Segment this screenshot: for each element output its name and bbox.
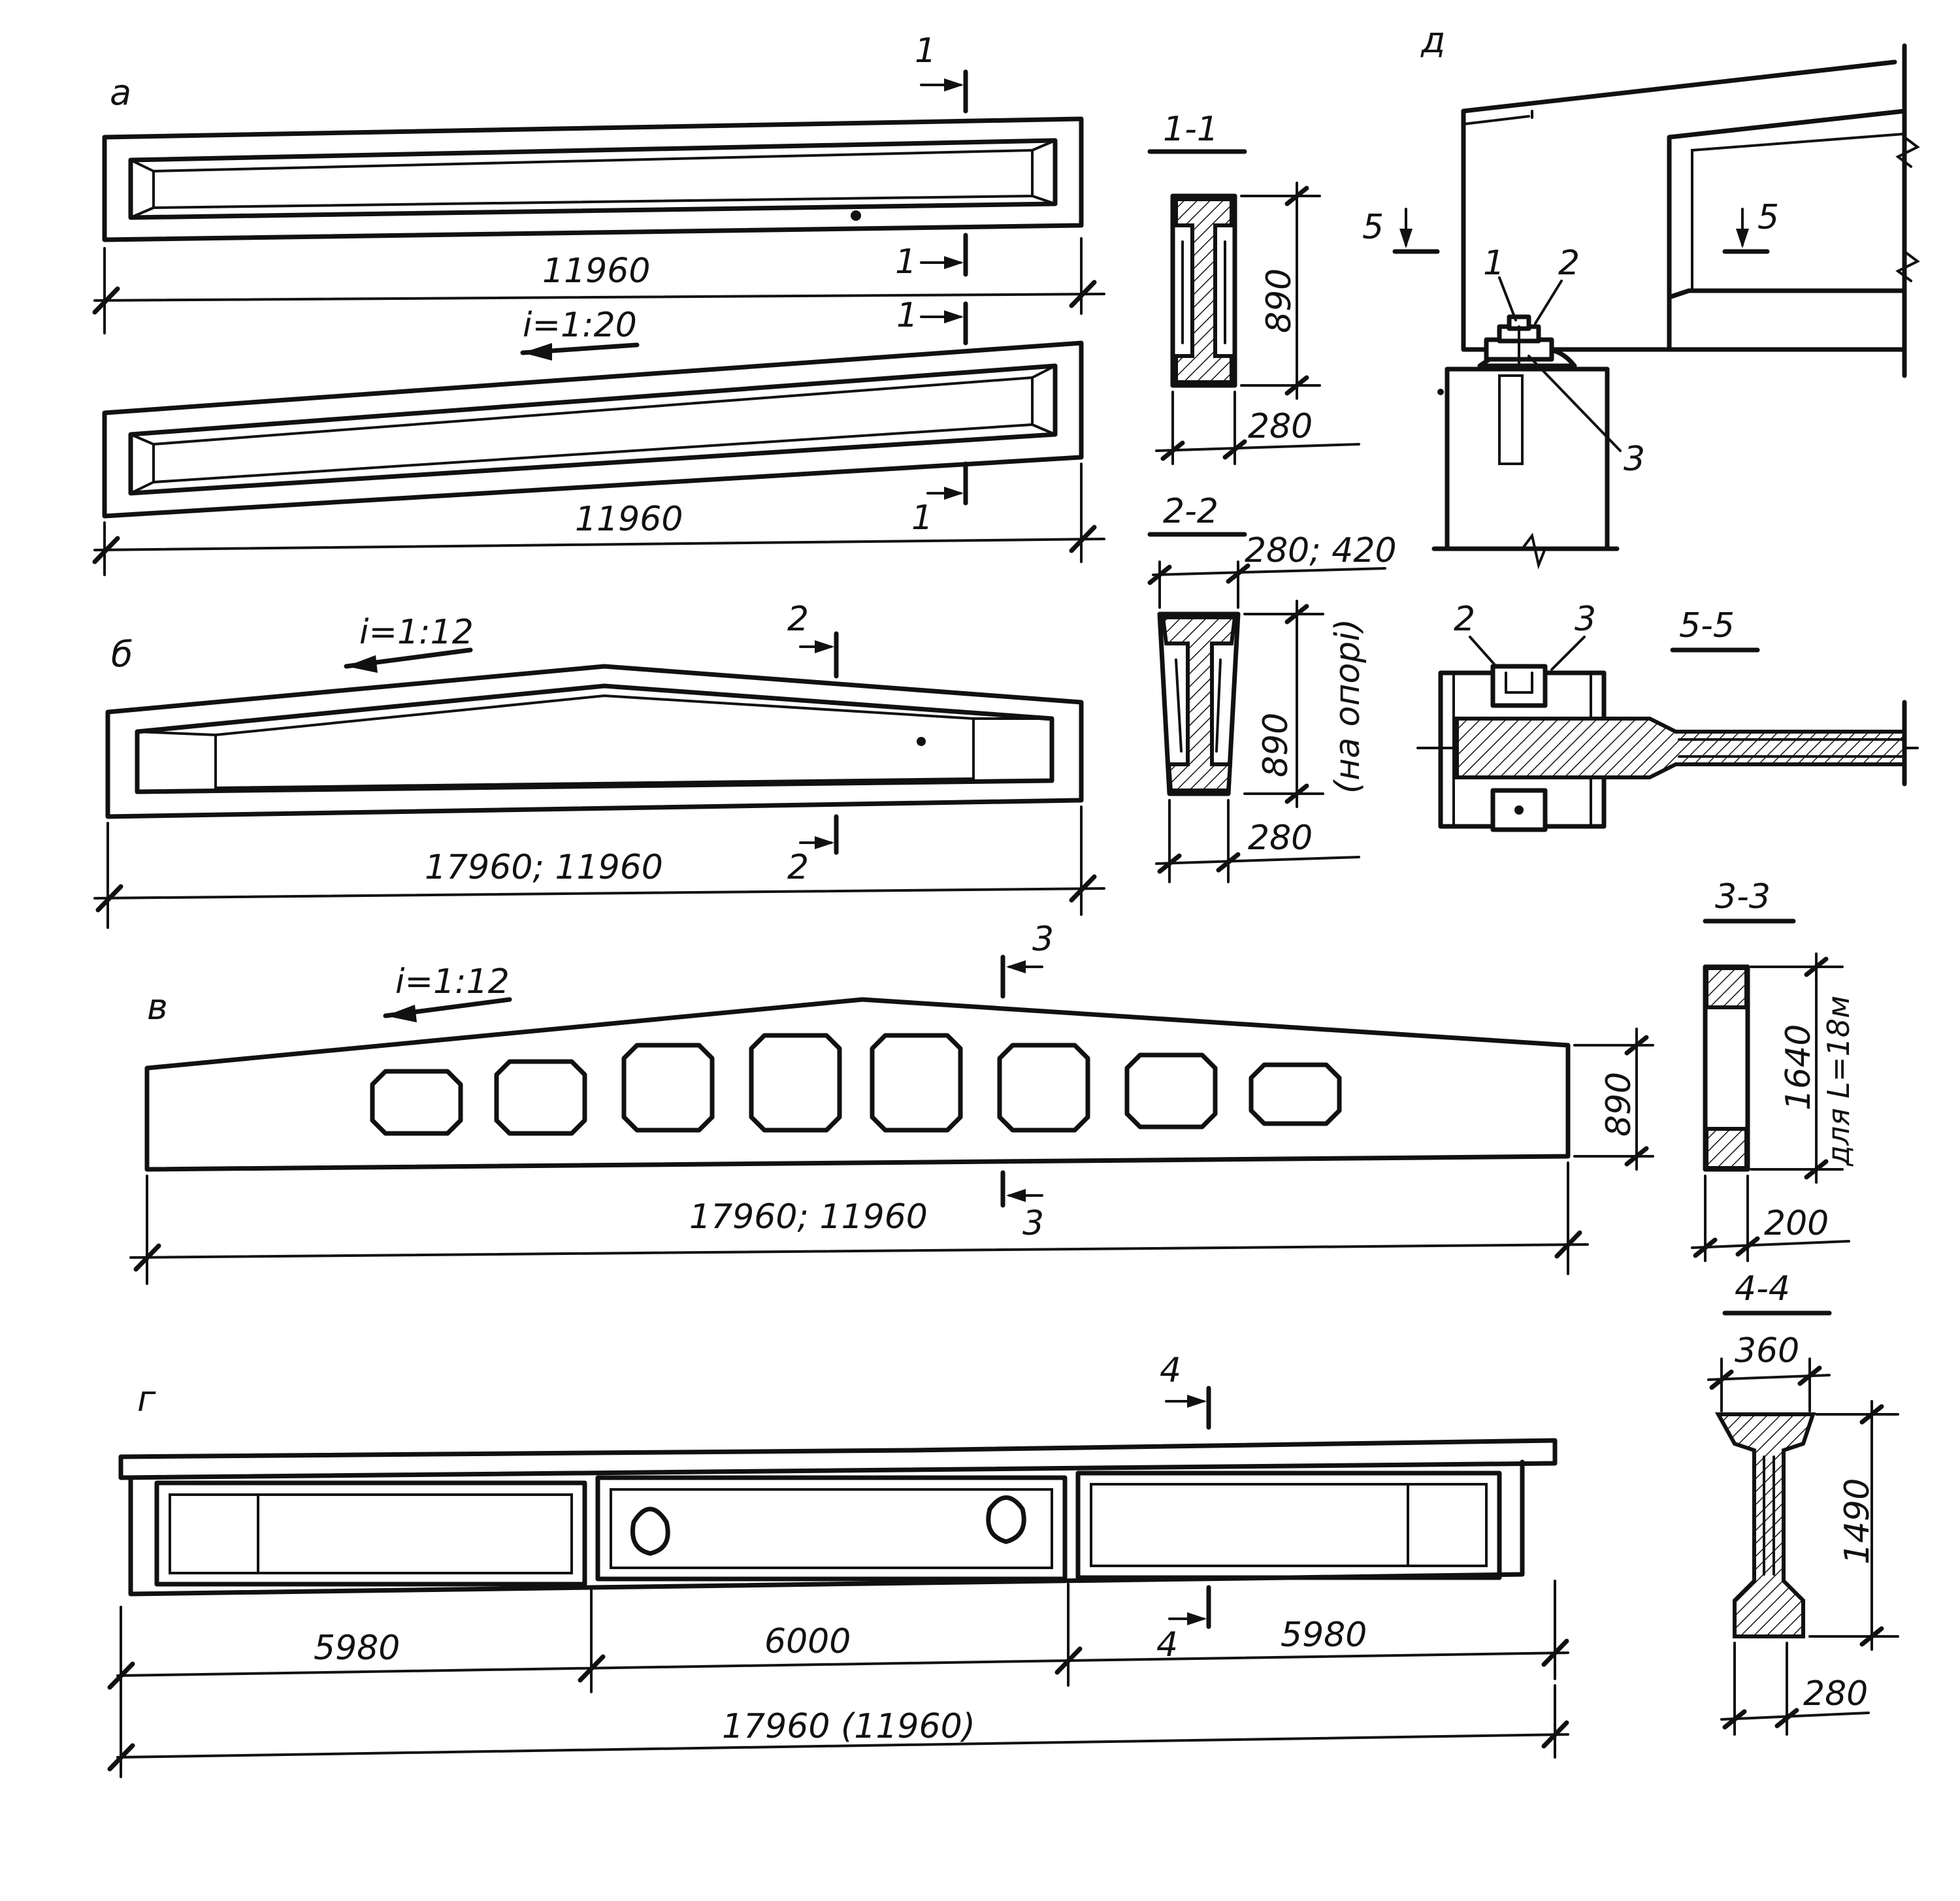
view-d-column (1431, 366, 1620, 570)
view-v-height: 890 (1599, 1072, 1639, 1137)
view-v-dimension: 17960; 11960 (129, 1162, 1589, 1285)
section-3-3-note: для L=18м (1821, 996, 1856, 1167)
section-5-5-callout-2: 2 (1454, 600, 1475, 639)
view-a: а 11960 (92, 31, 1105, 576)
cut-3-top-label: 3 (1032, 920, 1054, 959)
section-cut-2: 2 2 (787, 600, 839, 887)
view-d-callout-1: 1 (1483, 244, 1505, 283)
section-cut-4: 4 4 (1156, 1351, 1211, 1665)
view-b-slope-arrow: i=1:12 (344, 613, 474, 673)
view-g-dim-total: 17960 (11960) (722, 1707, 975, 1746)
view-v-height-dim: 890 (1573, 1028, 1654, 1171)
section-4-4-title: 4-4 (1735, 1269, 1790, 1308)
view-b-beam (105, 664, 1084, 819)
cut-1-bottom-label: 1 (895, 242, 917, 282)
section-cut-3: 3 3 (1000, 920, 1054, 1243)
cut-4-bottom-label: 4 (1156, 1625, 1178, 1665)
section-1-1-height: 890 (1260, 268, 1299, 333)
cut-3-bottom-label: 3 (1022, 1204, 1044, 1243)
section-4-4: 4-4 360 1490 280 (1707, 1269, 1899, 1736)
view-g-dimension-total: 17960 (11960) (107, 1684, 1569, 1778)
section-2-2-support-note: (на опорі) (1328, 619, 1367, 794)
view-v-slope-arrow: i=1:12 (383, 962, 512, 1022)
view-g-tag: г (137, 1378, 156, 1420)
view-v-dim-length: 17960; 11960 (689, 1197, 928, 1237)
section-cut-5: 5 5 (1362, 198, 1779, 254)
section-5-5-callout-3: 3 (1575, 600, 1596, 639)
section-2-2: 2-2 280; 420 890 (на опорі) 280 (1147, 492, 1397, 883)
section-cut-1: 1 1 1 1 (895, 31, 968, 538)
section-4-4-width: 280 (1803, 1674, 1868, 1714)
section-5-5-title: 5-5 (1679, 606, 1735, 645)
view-v: в i=1:12 890 (129, 920, 1654, 1285)
view-a-tag: а (110, 72, 131, 113)
cut-1-top-label-2: 1 (896, 296, 918, 335)
cut-2-bottom-label: 2 (787, 848, 809, 887)
cut-4-top-label: 4 (1160, 1351, 1181, 1390)
view-d-anchor-bolt (1477, 314, 1577, 368)
view-a-slope-label: i=1:20 (523, 306, 637, 345)
view-d-beam-end (1461, 43, 1920, 378)
view-g-dim-middle: 6000 (764, 1622, 851, 1661)
section-3-3-title: 3-3 (1715, 877, 1771, 917)
view-g-dimension-segments: 5980 6000 5980 (107, 1580, 1569, 1713)
view-d-callout-2: 2 (1558, 244, 1580, 283)
view-a-dim-length-1: 11960 (542, 252, 650, 291)
section-3-3: 3-3 1640 для L=18м 200 (1691, 877, 1856, 1262)
cut-5-right-label: 5 (1757, 198, 1779, 237)
view-a-slope-arrow: i=1:20 (520, 306, 640, 361)
view-v-tag: в (147, 986, 168, 1028)
view-b-tag: б (111, 634, 133, 675)
view-d-tag: д (1420, 20, 1445, 61)
section-1-1-width: 280 (1248, 407, 1313, 446)
section-3-3-width: 200 (1764, 1204, 1829, 1243)
view-a-beam-2 (102, 340, 1084, 519)
view-b-dim-length: 17960; 11960 (425, 848, 663, 887)
section-2-2-title: 2-2 (1163, 492, 1218, 531)
view-v-slope-label: i=1:12 (395, 962, 510, 1001)
view-b-dimension: 17960; 11960 (93, 805, 1105, 929)
section-2-2-width-top: 280; 420 (1245, 531, 1397, 570)
cut-2-top-label: 2 (787, 600, 809, 639)
section-1-1: 1-1 890 280 (1147, 110, 1360, 465)
section-2-2-width: 280 (1248, 819, 1313, 858)
section-4-4-height: 1490 (1838, 1478, 1877, 1565)
view-d: д 1 (1362, 20, 1920, 570)
view-a-beam-1 (102, 116, 1084, 242)
view-g-dim-right: 5980 (1281, 1616, 1367, 1655)
view-v-beam (144, 997, 1571, 1172)
section-3-3-height: 1640 (1779, 1024, 1818, 1111)
view-a-dim-length-2: 11960 (575, 500, 683, 539)
view-g-beam (118, 1438, 1558, 1597)
section-4-4-width-top: 360 (1735, 1331, 1799, 1371)
view-b-slope-label: i=1:12 (359, 613, 474, 652)
cut-5-left-label: 5 (1362, 208, 1384, 247)
view-d-callout-3: 3 (1624, 440, 1645, 479)
section-2-2-height: 890 (1256, 713, 1296, 777)
section-5-5: 5-5 2 3 (1416, 600, 1919, 832)
cut-1-top-label: 1 (915, 31, 936, 71)
view-a-dimension-1: 11960 (92, 237, 1105, 334)
view-g-dim-left: 5980 (314, 1629, 400, 1668)
cut-1-bottom-label-2: 1 (911, 498, 933, 538)
view-a-dimension-2: 11960 (92, 463, 1105, 576)
view-b: б i=1:12 17960; 11960 (93, 600, 1105, 929)
view-g: г 5980 6000 5980 (107, 1351, 1569, 1778)
view-d-callouts: 1 2 3 (1483, 244, 1645, 479)
section-1-1-title: 1-1 (1163, 110, 1218, 149)
